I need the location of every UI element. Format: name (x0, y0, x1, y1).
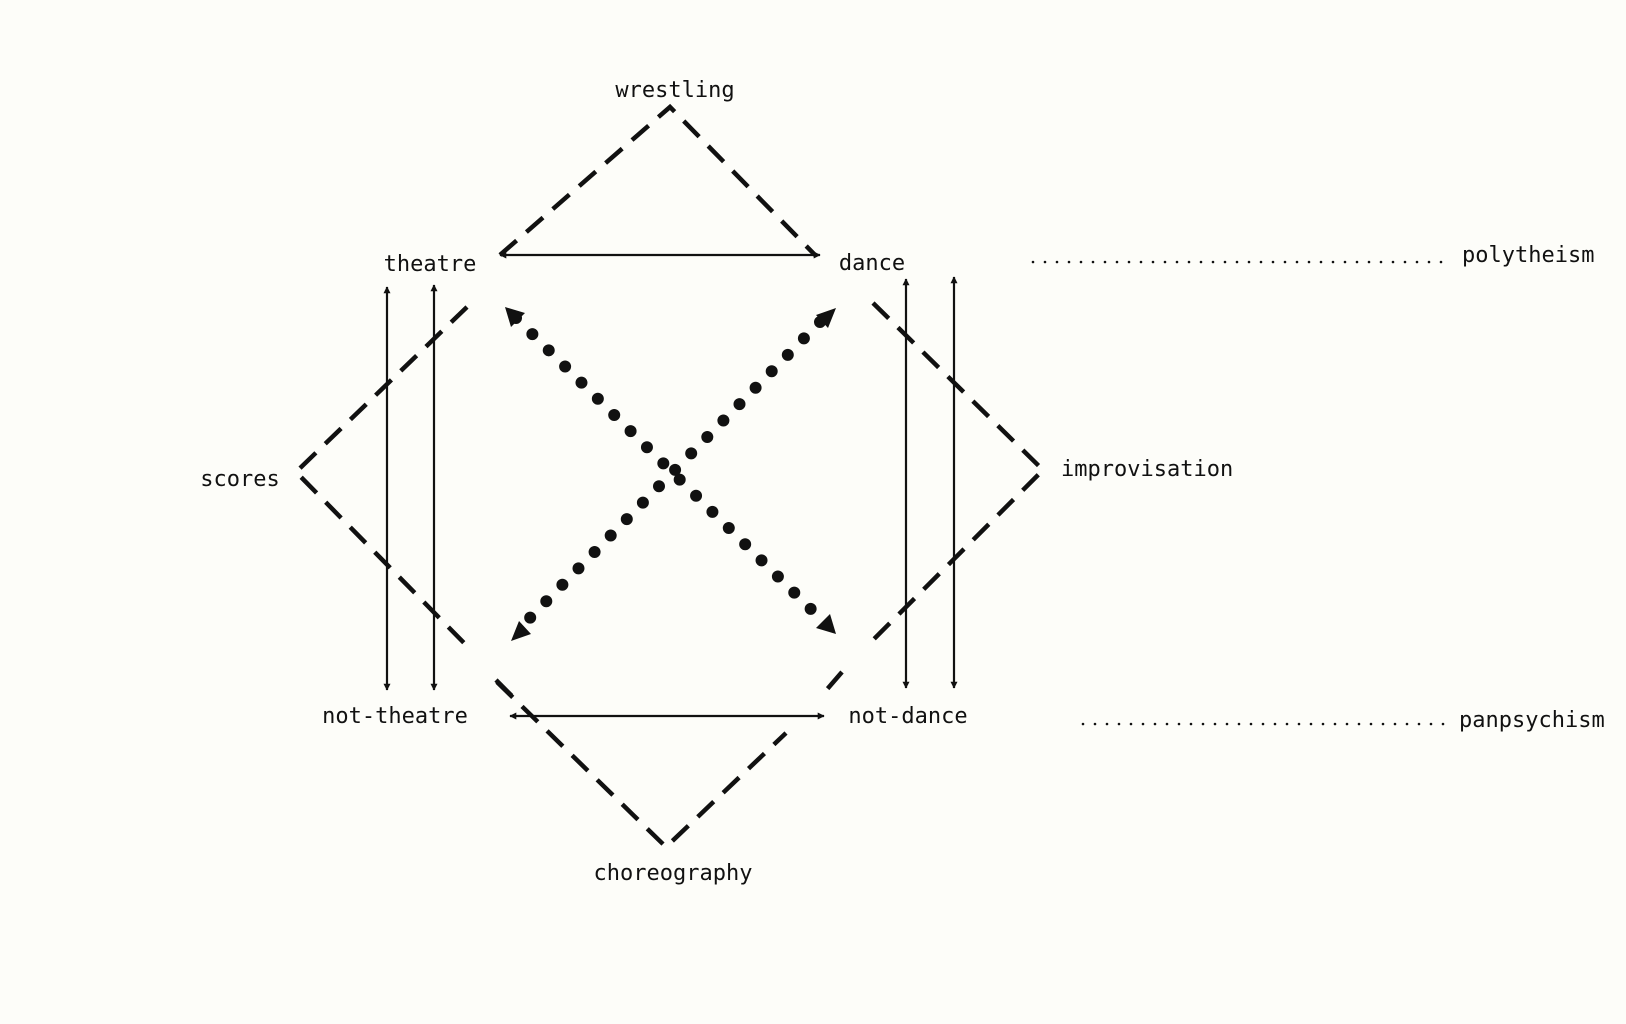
node-improvisation: improvisation (1061, 457, 1233, 482)
not-theatre-end-arrowhead (511, 621, 531, 641)
theatre-not-dance-dotted-diagonal (510, 312, 832, 630)
node-not-theatre: not-theatre (322, 704, 468, 729)
not-dance-dashed-tick (821, 670, 844, 696)
node-wrestling: wrestling (615, 78, 734, 103)
annotation-panpsychism: panpsychism (1459, 708, 1605, 733)
scores-dashed-wedge (292, 305, 469, 648)
node-scores: scores (200, 467, 279, 492)
improvisation-dashed-wedge (871, 301, 1047, 642)
wrestling-dashed-wedge (498, 103, 817, 257)
dance-not-theatre-dotted-diagonal (516, 316, 826, 632)
dance-end-arrowhead (816, 308, 836, 328)
annotation-polytheism: polytheism (1462, 243, 1594, 268)
theatre-end-arrowhead (505, 307, 525, 327)
node-dance: dance (839, 251, 905, 276)
not-theatre-dashed-tick (494, 678, 518, 702)
node-not-dance: not-dance (848, 704, 967, 729)
choreography-dashed-wedge (495, 680, 788, 851)
not-dance-end-arrowhead (816, 614, 836, 634)
node-choreography: choreography (594, 861, 753, 886)
node-theatre: theatre (384, 252, 477, 277)
